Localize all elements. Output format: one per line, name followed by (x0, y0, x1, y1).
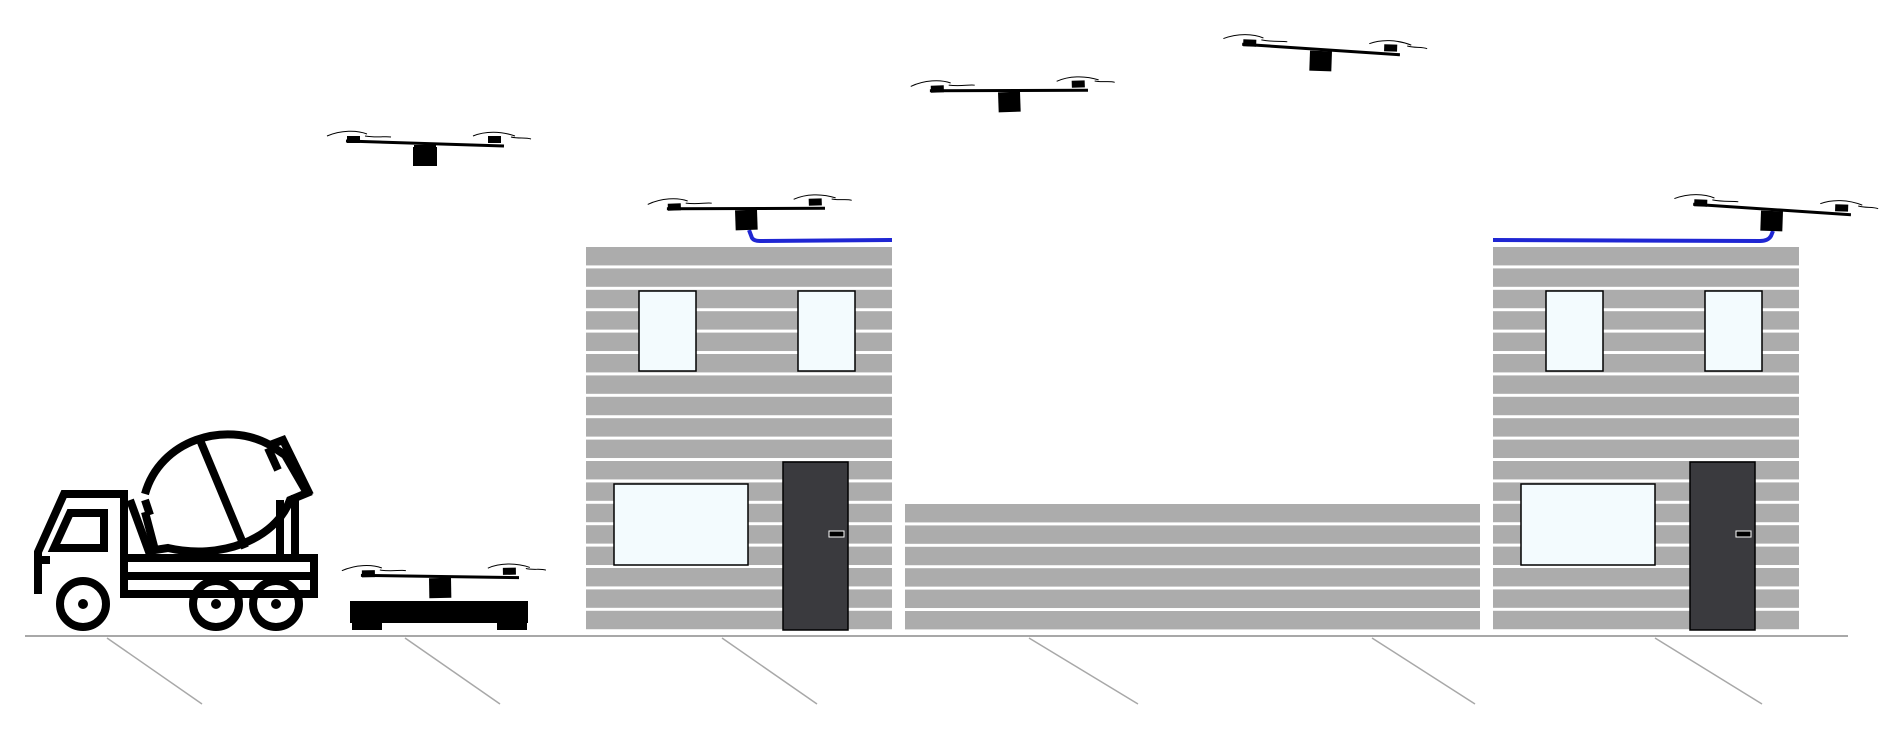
flying-drone (1220, 32, 1429, 77)
drone-landing-pad (350, 601, 528, 630)
flying-drone (325, 129, 533, 167)
house-door (782, 461, 849, 631)
house-window (1545, 290, 1604, 372)
printed-house-left (586, 247, 892, 631)
concrete-mixer-truck-icon (34, 430, 318, 631)
flying-drone (909, 73, 1118, 117)
house-window (1520, 483, 1656, 566)
printing-drone-left (646, 191, 855, 235)
low-wall (905, 504, 1480, 631)
ground-hatch-lines (106, 637, 1763, 705)
house-door (1689, 461, 1756, 631)
door-handle-icon (828, 530, 845, 538)
door-handle-icon (1735, 530, 1752, 538)
printed-house-right (1493, 247, 1799, 631)
drone-icon (413, 147, 437, 166)
printing-drone-right (1671, 192, 1880, 237)
drone-on-pad (340, 560, 548, 602)
nozzle-hose-right (1492, 230, 1775, 244)
nozzle-hose-left (747, 229, 893, 244)
house-window (797, 290, 856, 372)
ground (25, 635, 1848, 705)
truck-wheel-hubs (78, 599, 281, 609)
house-window (1704, 290, 1763, 372)
printed-wall-low (905, 504, 1480, 631)
house-window (638, 290, 697, 372)
house-window (613, 483, 749, 566)
